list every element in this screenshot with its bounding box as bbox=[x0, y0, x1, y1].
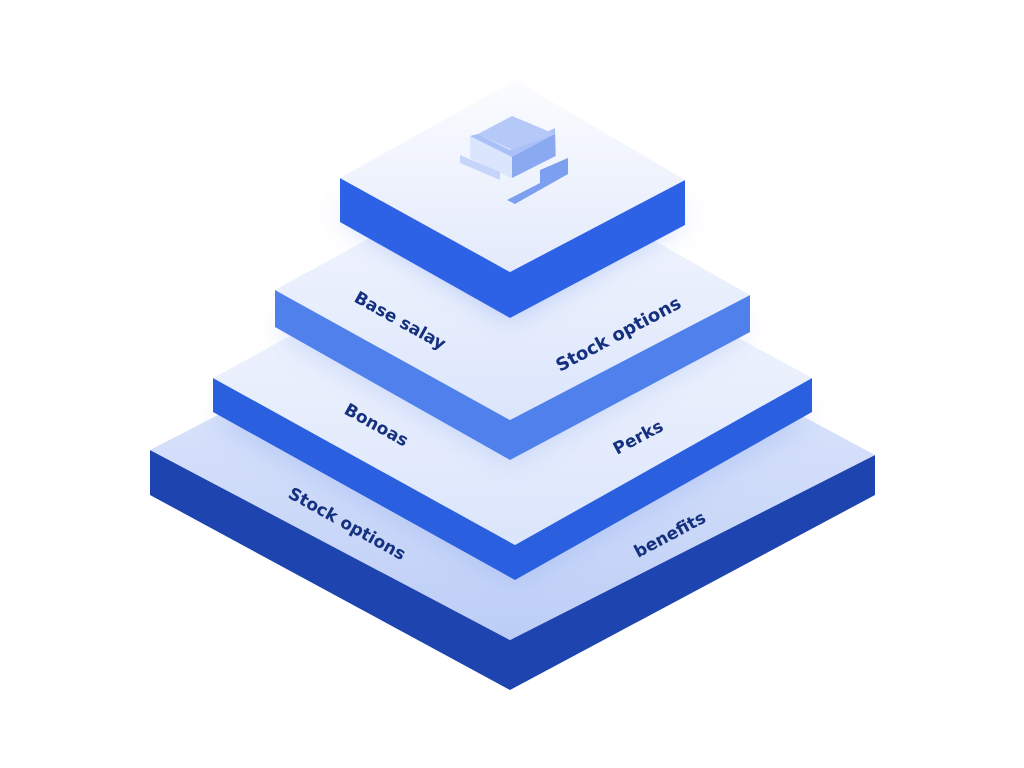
tier-2-side bbox=[275, 290, 750, 460]
cap-side bbox=[340, 178, 685, 318]
tier-3-side bbox=[213, 378, 812, 580]
tier-4-side bbox=[150, 450, 875, 690]
stacked-blocks-icon bbox=[460, 116, 568, 204]
cap-block bbox=[340, 80, 685, 318]
